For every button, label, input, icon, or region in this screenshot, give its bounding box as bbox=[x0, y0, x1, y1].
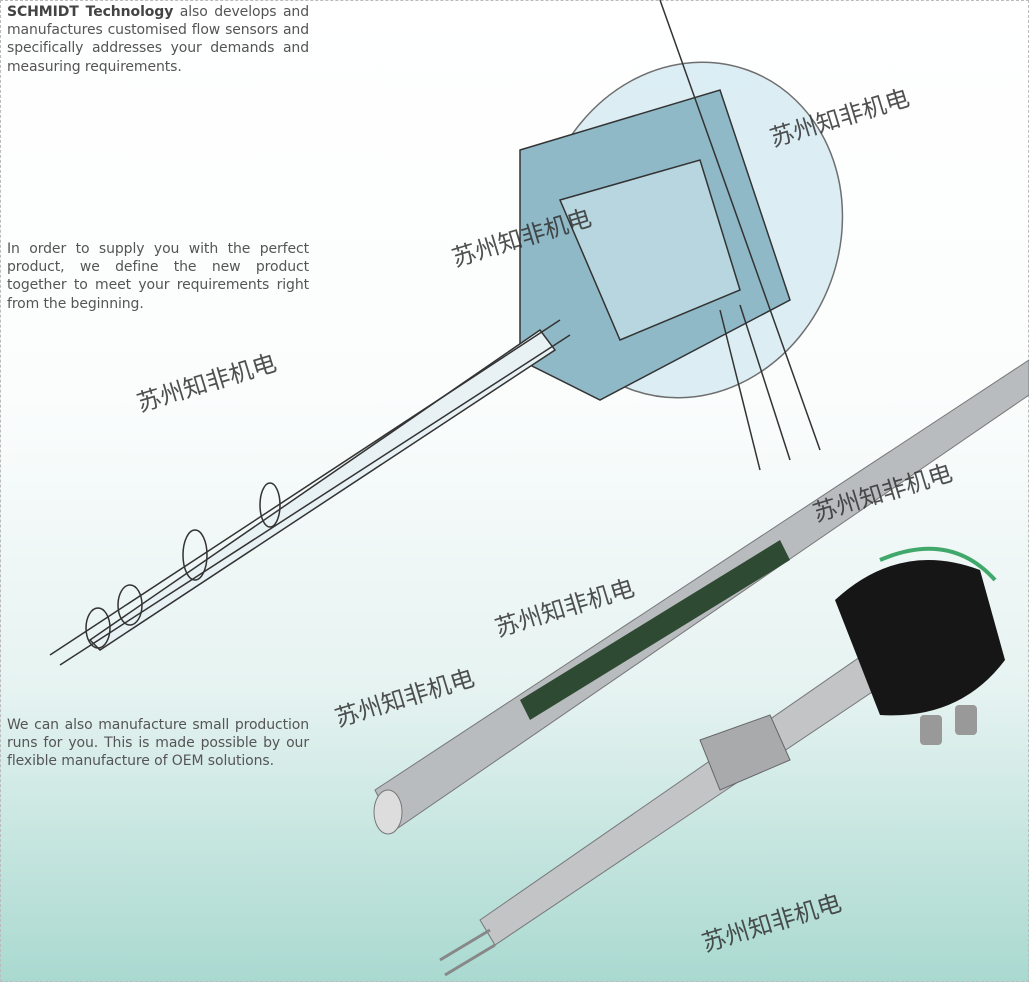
sensor-probe-long bbox=[373, 359, 1029, 835]
intro-text: also develops and manufactures customise… bbox=[7, 4, 309, 75]
sensor-sketch bbox=[49, 0, 844, 666]
small-production-paragraph: We can also manufacture small production… bbox=[7, 717, 309, 770]
custom-product-paragraph: In order to supply you with the perfect … bbox=[7, 241, 309, 312]
sensor-probe-short bbox=[439, 546, 1005, 977]
intro-paragraph: SCHMIDT Technology also develops and man… bbox=[7, 3, 309, 76]
brand-name: SCHMIDT Technology bbox=[7, 4, 174, 20]
